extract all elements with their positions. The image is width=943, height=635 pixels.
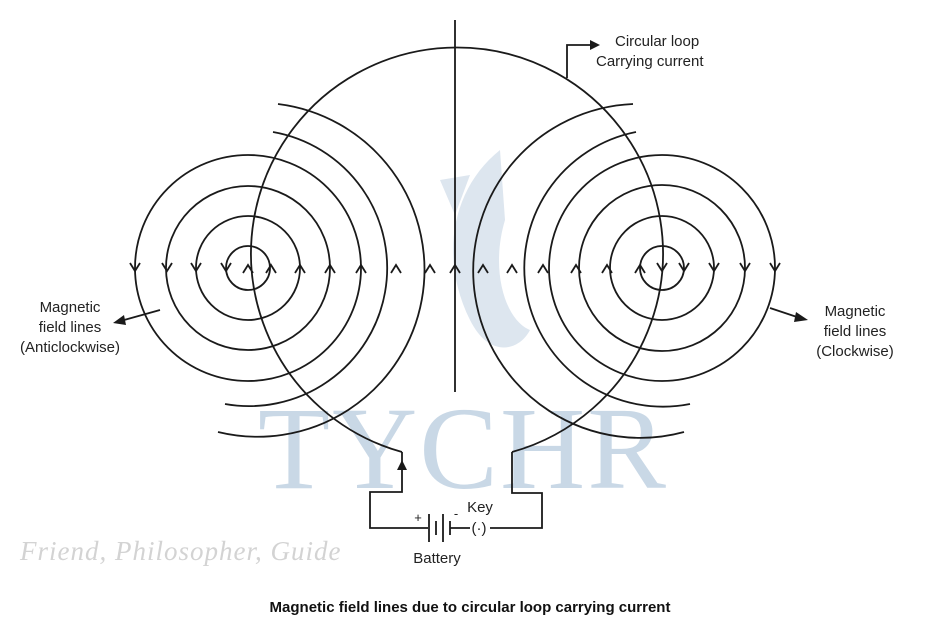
arrow-up-icon (424, 263, 436, 274)
left-field-circle (195, 215, 301, 321)
right-field-circle (609, 215, 715, 321)
circuit-wire-left (369, 452, 428, 529)
arrow-down-icon (190, 262, 202, 273)
right-field-label-line1: Magnetic (825, 303, 886, 320)
watermark-logo-icon (453, 150, 530, 348)
right-field-circle (548, 154, 776, 382)
labels: Circular loop Carrying current Magnetic … (20, 33, 894, 616)
arrowhead-icon (113, 315, 126, 325)
arrow-up-icon (477, 263, 489, 274)
arrow-down-icon (769, 262, 781, 273)
right-field-circle (578, 184, 746, 352)
arrow-up-icon (390, 263, 402, 274)
circular-loop (250, 46, 664, 453)
arrow-up-icon (634, 263, 646, 274)
watermark: TYCHR Friend, Philosopher, Guide (19, 150, 668, 566)
arrow-down-icon (161, 262, 173, 273)
arrow-up-icon (265, 263, 277, 274)
arrowhead-icon (794, 312, 808, 322)
arrow-down-icon (739, 262, 751, 273)
left-field-circle (165, 185, 331, 351)
field-direction-arrows (129, 262, 781, 274)
arrow-up-icon (537, 263, 549, 274)
left-field-arc (217, 103, 426, 438)
left-field-label-line1: Magnetic (40, 299, 101, 316)
arrow-up-icon (355, 263, 367, 274)
arrow-up-icon (324, 263, 336, 274)
circuit-wire-right (490, 452, 543, 529)
left-field-label-line3: (Anticlockwise) (20, 339, 120, 356)
arrow-down-icon (708, 262, 720, 273)
current-arrow-icon (397, 460, 407, 470)
arrow-down-icon (656, 262, 668, 273)
loop-label-line1: Circular loop (615, 33, 699, 50)
loop-callout-line (566, 44, 592, 78)
left-callout-line (123, 309, 161, 321)
arrow-down-icon (678, 262, 690, 273)
battery-label: Battery (413, 550, 461, 567)
arrow-down-icon (220, 262, 232, 273)
loop-label-line2: Carrying current (596, 53, 704, 70)
right-callout-line (769, 307, 798, 318)
left-field-circle (134, 154, 362, 382)
left-field-label-line2: field lines (39, 319, 102, 336)
arrow-up-icon (242, 263, 254, 274)
arrow-up-icon (570, 263, 582, 274)
arrow-up-icon (294, 263, 306, 274)
arrow-up-icon (506, 263, 518, 274)
battery-plus-sign: + (414, 510, 422, 525)
battery-minus-sign: - (454, 506, 458, 521)
arrowhead-icon (590, 40, 600, 50)
left-field-circle (225, 245, 271, 291)
arrow-up-icon (601, 263, 613, 274)
right-field-arc (472, 103, 685, 439)
key-label: Key (467, 499, 493, 516)
key-symbol: (·) (472, 520, 487, 537)
right-field-label-line3: (Clockwise) (816, 343, 894, 360)
diagram-caption: Magnetic field lines due to circular loo… (270, 599, 671, 616)
callout-arrowheads (113, 40, 808, 470)
watermark-tagline: Friend, Philosopher, Guide (19, 536, 341, 566)
arrow-down-icon (129, 262, 141, 273)
right-field-arc (523, 131, 691, 408)
watermark-logo-text: TYCHR (258, 383, 668, 514)
right-field-circle (639, 245, 685, 291)
left-field-arc (224, 131, 389, 407)
right-field-label-line2: field lines (824, 323, 887, 340)
arrow-up-icon (449, 263, 461, 274)
